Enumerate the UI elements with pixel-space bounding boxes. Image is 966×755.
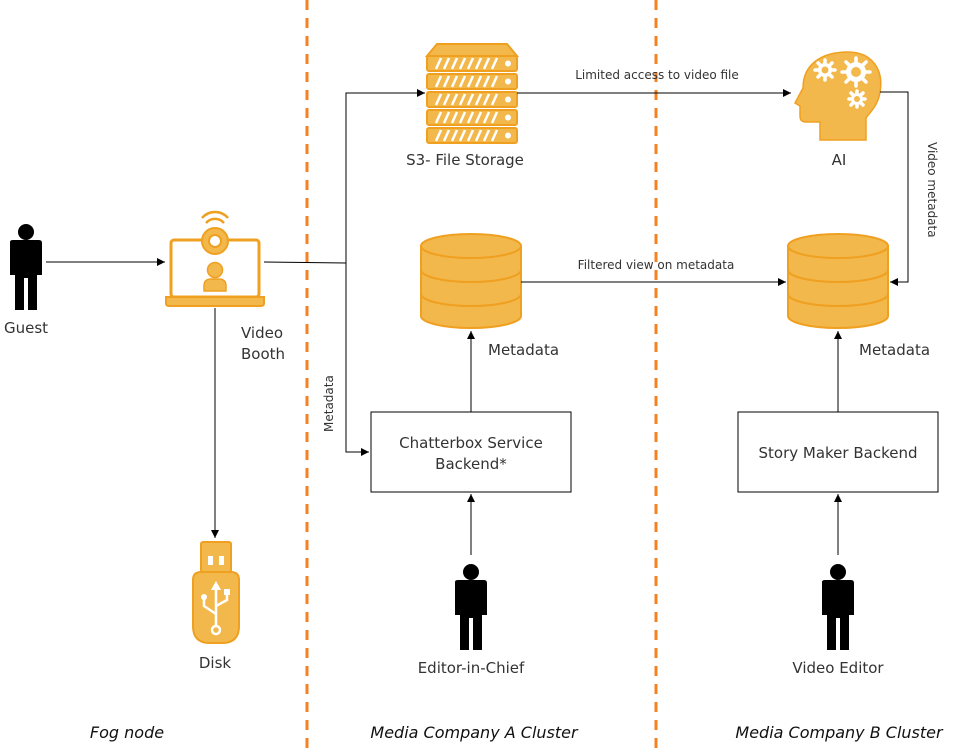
video-booth-label-line2: Booth (241, 345, 285, 363)
edge-booth-to-s3 (345, 89, 425, 263)
edge-label-metadata: Metadata (322, 375, 336, 432)
metadata-a-label: Metadata (488, 341, 559, 359)
head-gears-icon (794, 51, 882, 141)
laptop-webcam-icon (165, 210, 265, 307)
chatterbox-backend-node: Chatterbox Service Backend* (370, 411, 572, 493)
metadata-b-node: Metadata (787, 233, 930, 359)
video-booth-label-line1: Video (241, 324, 283, 342)
editor-in-chief-person-icon (455, 564, 487, 650)
s3-label: S3- File Storage (406, 151, 524, 169)
edge-ai-to-metadata-b (880, 91, 909, 286)
editor-in-chief-label: Editor-in-Chief (418, 659, 525, 677)
video-editor-node: Video Editor (792, 564, 884, 677)
story-maker-backend-node: Story Maker Backend (737, 411, 939, 493)
story-maker-label: Story Maker Backend (759, 444, 918, 462)
video-editor-label: Video Editor (792, 659, 884, 677)
editor-in-chief-node: Editor-in-Chief (418, 564, 525, 677)
video-booth-node: Video Booth (165, 210, 285, 363)
zone-label-company-b: Media Company B Cluster (735, 723, 944, 742)
ai-label: AI (832, 151, 847, 169)
metadata-a-database-icon (420, 233, 522, 329)
edge-label-video-metadata: Video metadata (925, 142, 939, 238)
metadata-b-label: Metadata (859, 341, 930, 359)
server-rack-icon (424, 43, 520, 144)
edge-label-limited-access: Limited access to video file (575, 68, 739, 82)
disk-label: Disk (199, 654, 232, 672)
chatterbox-label-line2: Backend* (435, 455, 507, 473)
s3-storage-node: S3- File Storage (406, 43, 524, 169)
metadata-b-database-icon (787, 233, 889, 329)
guest-node: Guest (4, 224, 48, 337)
disk-node: Disk (192, 541, 240, 672)
guest-person-icon (10, 224, 42, 310)
zone-label-company-a: Media Company A Cluster (370, 723, 579, 742)
edge-booth-trunk (263, 261, 347, 264)
usb-drive-icon (192, 541, 240, 644)
video-editor-person-icon (822, 564, 854, 650)
guest-label: Guest (4, 319, 48, 337)
ai-node: AI (794, 51, 882, 169)
edge-booth-to-chatterbox (345, 263, 369, 456)
chatterbox-label-line1: Chatterbox Service (399, 434, 543, 452)
metadata-a-node: Metadata (420, 233, 559, 359)
edge-label-filtered-view: Filtered view on metadata (578, 258, 735, 272)
zone-label-fog: Fog node (90, 723, 164, 742)
